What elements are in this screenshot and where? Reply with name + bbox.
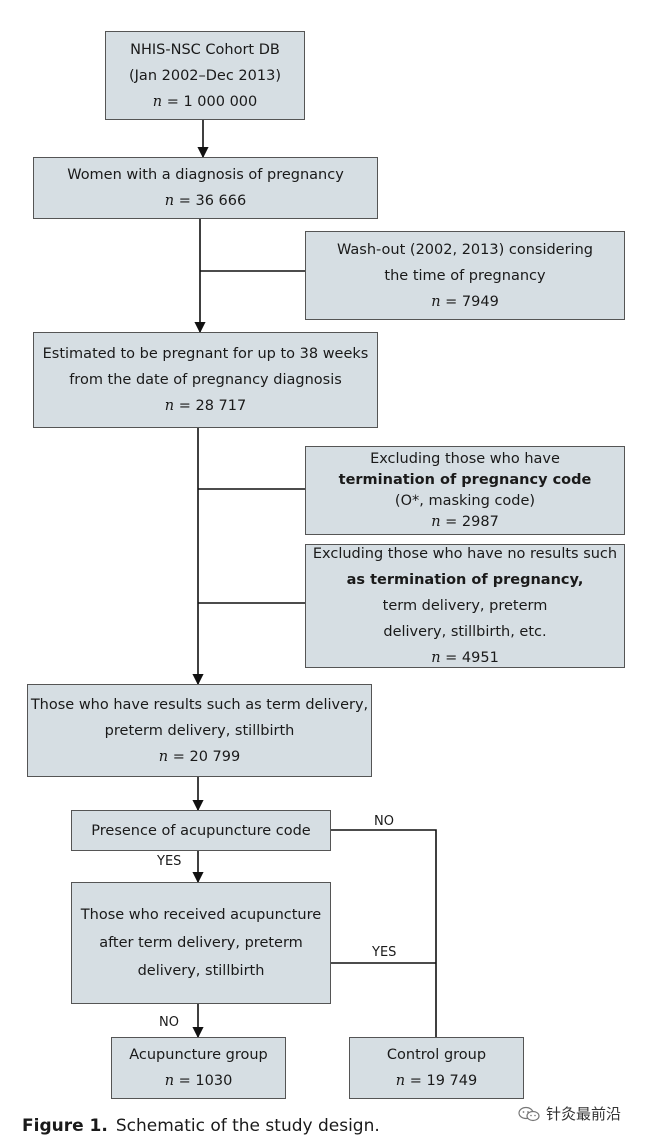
box-cohort-db: NHIS-NSC Cohort DB (Jan 2002–Dec 2013) n… (105, 31, 305, 120)
n-symbol: n (164, 398, 175, 414)
watermark-text: 针灸最前沿 (546, 1105, 622, 1123)
watermark: 针灸最前沿 (518, 1103, 621, 1124)
box-results: Those who have results such as term deli… (27, 684, 372, 777)
women-line-1: Women with a diagnosis of pregnancy (67, 167, 344, 183)
results-line-1: Those who have results such as term deli… (30, 696, 369, 713)
box-presence-acupuncture: Presence of acupuncture code (71, 810, 331, 851)
tag-yes-right: YES (372, 945, 397, 960)
excl-termination-line-1: Excluding those who have (370, 450, 560, 467)
cohort-line-1: NHIS-NSC Cohort DB (130, 41, 280, 58)
results-line-2: preterm delivery, stillbirth (104, 722, 295, 739)
cohort-n: = 1 000 000 (166, 93, 258, 110)
cohort-line-2: (Jan 2002–Dec 2013) (129, 67, 281, 84)
excl-noresults-line-4: delivery, stillbirth, etc. (383, 624, 547, 640)
box-control-group: Control group n = 19 749 (349, 1037, 524, 1099)
excl-termination-line-3: (O*, masking code) (394, 492, 536, 509)
received-line-2: after term delivery, preterm (99, 935, 303, 951)
box-women-pregnancy: Women with a diagnosis of pregnancy n = … (33, 157, 378, 219)
box-excluding-no-results: Excluding those who have no results such… (305, 544, 625, 668)
excl-noresults-line-3: term delivery, preterm (382, 598, 548, 614)
n-symbol: n (158, 748, 169, 765)
box-washout: Wash-out (2002, 2013) considering the ti… (305, 231, 625, 320)
excl-noresults-n: = 4951 (445, 650, 499, 666)
washout-line-1: Wash-out (2002, 2013) considering (337, 241, 593, 258)
excl-termination-n: = 2987 (445, 513, 499, 530)
estimated-line-2: from the date of pregnancy diagnosis (69, 372, 342, 388)
presence-line-1: Presence of acupuncture code (91, 822, 311, 839)
n-symbol: n (164, 1073, 175, 1089)
box-received-acupuncture: Those who received acupuncture after ter… (71, 882, 331, 1004)
washout-n: = 7949 (445, 293, 499, 310)
n-symbol: n (395, 1073, 406, 1089)
washout-line-2: the time of pregnancy (384, 267, 546, 284)
n-symbol: n (152, 93, 163, 110)
results-n: = 20 799 (172, 748, 241, 765)
path-presence-no-to-control (330, 829, 437, 1037)
excl-termination-line-2: termination of pregnancy code (338, 471, 592, 488)
figure-caption: Figure 1. Schematic of the study design. (22, 1116, 380, 1136)
box-estimated-pregnant: Estimated to be pregnant for up to 38 we… (33, 332, 378, 428)
control-group-n: = 19 749 (409, 1073, 478, 1089)
tag-no-top: NO (374, 814, 394, 829)
estimated-line-1: Estimated to be pregnant for up to 38 we… (42, 346, 369, 362)
control-group-label: Control group (386, 1047, 487, 1063)
tag-no-bottom: NO (159, 1015, 179, 1030)
acupuncture-group-label: Acupuncture group (129, 1047, 268, 1063)
box-acupuncture-group: Acupuncture group n = 1030 (111, 1037, 286, 1099)
wechat-icon (518, 1106, 540, 1121)
women-n: = 36 666 (178, 193, 247, 209)
n-symbol: n (431, 293, 441, 310)
received-line-1: Those who received acupuncture (80, 907, 322, 923)
tag-yes-mid: YES (157, 854, 182, 869)
acupuncture-group-n: = 1030 (178, 1073, 233, 1089)
excl-noresults-line-2: as termination of pregnancy, (346, 572, 584, 588)
n-symbol: n (431, 650, 441, 666)
excl-noresults-line-1: Excluding those who have no results such (312, 546, 618, 562)
figure-label: Figure 1. (22, 1116, 108, 1136)
n-symbol: n (431, 513, 441, 530)
estimated-n: = 28 717 (178, 398, 247, 414)
box-excluding-termination: Excluding those who have termination of … (305, 446, 625, 535)
figure-caption-text: Schematic of the study design. (115, 1116, 380, 1136)
received-line-3: delivery, stillbirth (137, 963, 265, 979)
n-symbol: n (164, 193, 175, 209)
